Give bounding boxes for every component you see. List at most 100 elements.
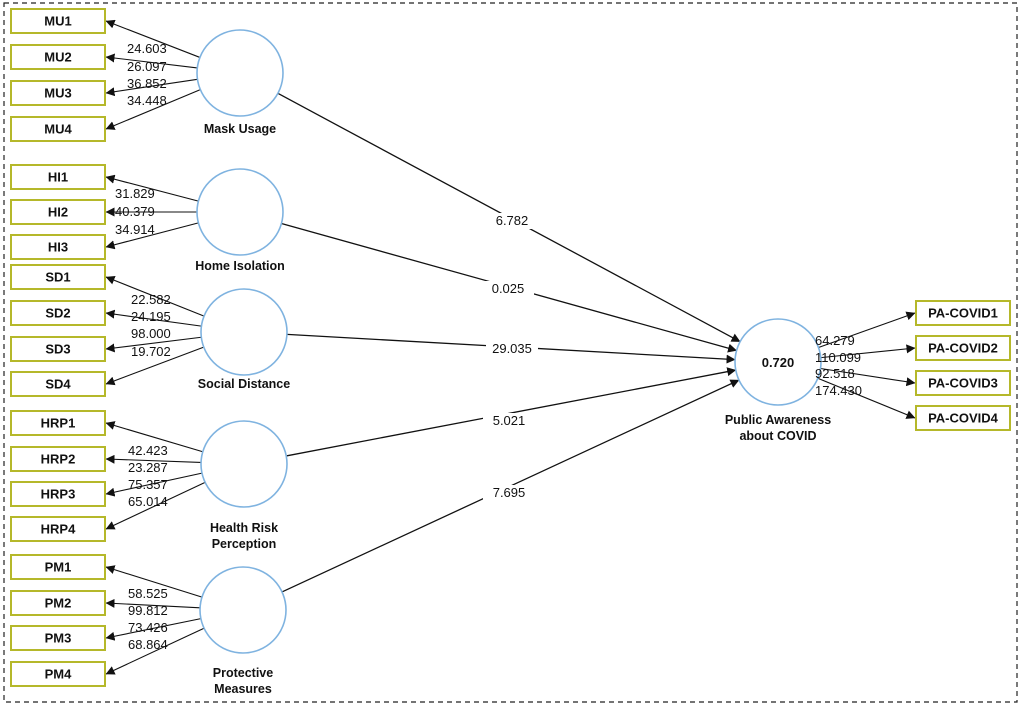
construct-name: Mask Usage bbox=[204, 122, 276, 136]
indicator-label: SD2 bbox=[45, 306, 70, 321]
loading-arrow bbox=[105, 336, 202, 353]
construct-circle-pm bbox=[199, 566, 287, 654]
indicator-label: PM3 bbox=[45, 631, 72, 646]
loading-arrow bbox=[820, 344, 916, 359]
indicator-box-sd3 bbox=[10, 336, 106, 362]
path-coefficient: 0.025 bbox=[492, 281, 525, 296]
construct-name: Social Distance bbox=[198, 377, 290, 391]
loading-value: 22.582 bbox=[131, 292, 171, 307]
indicator-label: HRP4 bbox=[41, 522, 76, 537]
loading-arrow bbox=[105, 481, 206, 530]
path-coefficient: 6.782 bbox=[496, 213, 529, 228]
loading-arrow bbox=[105, 454, 202, 464]
loading-value: 34.914 bbox=[115, 222, 155, 237]
loading-value: 75.357 bbox=[128, 477, 168, 492]
indicator-box-pm1 bbox=[10, 554, 106, 580]
loading-arrow bbox=[105, 89, 201, 130]
indicator-label: SD1 bbox=[45, 270, 70, 285]
indicator-box-pa-covid2 bbox=[915, 335, 1011, 361]
loading-arrow bbox=[105, 598, 201, 609]
loading-value: 34.448 bbox=[127, 93, 167, 108]
loading-arrow bbox=[105, 565, 203, 598]
indicator-box-sd1 bbox=[10, 264, 106, 290]
indicator-label: MU2 bbox=[44, 50, 71, 65]
loading-value: 23.287 bbox=[128, 460, 168, 475]
loading-value: 68.864 bbox=[128, 637, 168, 652]
indicator-label: HRP1 bbox=[41, 416, 76, 431]
indicator-label: MU3 bbox=[44, 86, 71, 101]
construct-circle-hi bbox=[196, 168, 284, 256]
indicator-label: HRP3 bbox=[41, 487, 76, 502]
loading-value: 42.423 bbox=[128, 443, 168, 458]
construct-name: Measures bbox=[214, 682, 272, 696]
path-coefficient: 29.035 bbox=[492, 341, 532, 356]
indicator-label: SD3 bbox=[45, 342, 70, 357]
indicator-box-mu1 bbox=[10, 8, 106, 34]
loading-arrow bbox=[818, 311, 916, 349]
loading-value: 98.000 bbox=[131, 326, 171, 341]
indicator-box-pm2 bbox=[10, 590, 106, 616]
indicator-label: MU4 bbox=[44, 122, 72, 137]
indicator-label: PA-COVID1 bbox=[928, 306, 998, 321]
loading-arrow bbox=[817, 377, 916, 419]
loading-arrow bbox=[105, 19, 201, 58]
indicator-label: SD4 bbox=[45, 377, 71, 392]
path-label-background bbox=[486, 213, 538, 229]
loading-value: 24.195 bbox=[131, 309, 171, 324]
indicator-box-hi3 bbox=[10, 234, 106, 260]
indicator-box-sd2 bbox=[10, 300, 106, 326]
path-coefficient: 7.695 bbox=[493, 485, 526, 500]
loading-value: 19.702 bbox=[131, 344, 171, 359]
indicator-box-mu4 bbox=[10, 116, 106, 142]
loading-arrow bbox=[105, 222, 199, 250]
loading-value: 174.430 bbox=[815, 383, 862, 398]
indicator-label: PA-COVID3 bbox=[928, 376, 998, 391]
indicator-box-pm4 bbox=[10, 661, 106, 687]
construct-circle-hrp bbox=[200, 420, 288, 508]
loading-arrow bbox=[105, 53, 198, 69]
loading-arrow bbox=[105, 174, 199, 202]
indicator-label: PM1 bbox=[45, 560, 72, 575]
construct-name: Home Isolation bbox=[195, 259, 285, 273]
loading-value: 65.014 bbox=[128, 494, 168, 509]
indicator-box-hrp3 bbox=[10, 481, 106, 507]
indicator-box-hi2 bbox=[10, 199, 106, 225]
indicator-label: PM2 bbox=[45, 596, 72, 611]
loading-arrow bbox=[105, 78, 198, 97]
indicator-label: PM4 bbox=[45, 667, 73, 682]
indicator-label: PA-COVID4 bbox=[928, 411, 999, 426]
loading-value: 92.518 bbox=[815, 366, 855, 381]
loading-value: 99.812 bbox=[128, 603, 168, 618]
indicator-box-pa-covid1 bbox=[915, 300, 1011, 326]
indicator-box-hi1 bbox=[10, 164, 106, 190]
indicator-box-sd4 bbox=[10, 371, 106, 397]
indicator-box-mu2 bbox=[10, 44, 106, 70]
indicator-box-hrp4 bbox=[10, 516, 106, 542]
indicator-box-hrp1 bbox=[10, 410, 106, 436]
path-label-background bbox=[483, 485, 535, 501]
loading-value: 36.852 bbox=[127, 76, 167, 91]
path-label-background bbox=[483, 413, 535, 429]
indicator-box-pa-covid3 bbox=[915, 370, 1011, 396]
loading-arrow bbox=[105, 618, 201, 641]
construct-name: Public Awareness bbox=[725, 413, 831, 427]
loading-value: 58.525 bbox=[128, 586, 168, 601]
loading-value: 26.097 bbox=[127, 59, 167, 74]
r-squared-value: 0.720 bbox=[762, 355, 795, 370]
loading-arrow bbox=[105, 472, 203, 497]
indicator-label: HRP2 bbox=[41, 452, 76, 467]
indicator-label: PA-COVID2 bbox=[928, 341, 998, 356]
diagram-frame bbox=[3, 2, 1018, 703]
loading-arrow bbox=[105, 275, 205, 317]
construct-circle-sd bbox=[200, 288, 288, 376]
loading-value: 24.603 bbox=[127, 41, 167, 56]
indicator-box-pa-covid4 bbox=[915, 405, 1011, 431]
indicator-label: HI2 bbox=[48, 205, 68, 220]
indicator-label: HI3 bbox=[48, 240, 68, 255]
loading-arrow bbox=[105, 309, 202, 327]
path-label-background bbox=[486, 341, 538, 357]
indicator-label: MU1 bbox=[44, 14, 71, 29]
indicator-box-pm3 bbox=[10, 625, 106, 651]
